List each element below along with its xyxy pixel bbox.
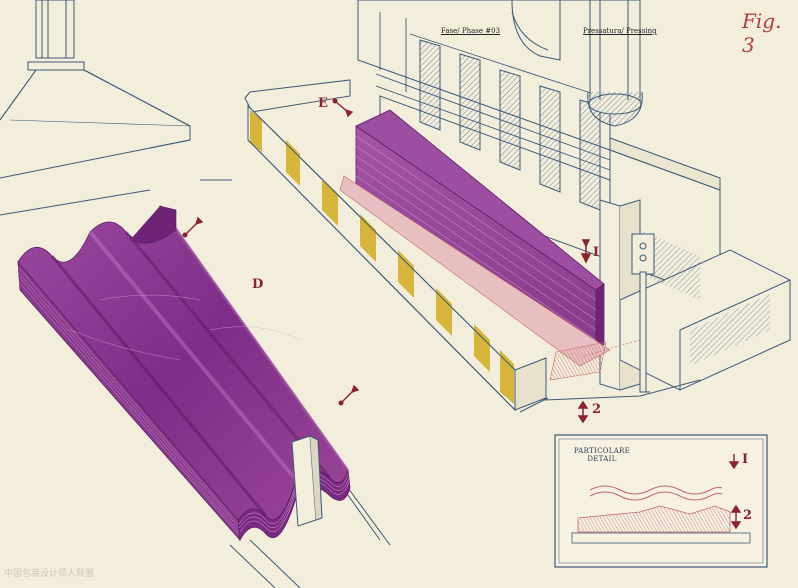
label-2: 2 xyxy=(592,402,602,417)
hazard-stripes xyxy=(250,110,514,404)
upper-purple-block xyxy=(355,109,605,351)
flow-arrow-bottom xyxy=(338,384,360,406)
detail-top-waves xyxy=(589,485,723,501)
end-plate xyxy=(291,435,323,527)
detail-inset xyxy=(554,434,768,568)
press-window-slots xyxy=(419,39,601,211)
signal-light xyxy=(631,233,655,393)
exhaust-hood xyxy=(0,0,191,216)
label-E: E xyxy=(318,96,328,111)
figure-number: Fig. 3 xyxy=(742,9,782,57)
phase-heading: Fase/ Phase #03 xyxy=(441,27,500,35)
flow-arrow-top xyxy=(182,216,204,238)
detail-pressed-profile xyxy=(577,505,731,533)
press-base xyxy=(244,79,549,413)
stack-layer-lines xyxy=(17,266,241,537)
detail-label-2: 2 xyxy=(743,508,753,523)
pink-sheet-layer xyxy=(339,175,641,381)
corrugated-stack-D xyxy=(17,205,351,542)
shadow-hatching xyxy=(640,230,770,366)
label-I: I xyxy=(593,245,600,260)
detail-base-plate xyxy=(571,532,751,544)
arrow-E xyxy=(332,98,354,118)
detail-title: PARTICOLARE DETAIL xyxy=(573,447,631,463)
detail-label-I: I xyxy=(742,452,749,467)
detail-arrow-1 xyxy=(728,454,740,470)
hydraulic-cylinder xyxy=(511,0,643,127)
label-D: D xyxy=(252,277,264,292)
process-heading: Pressatura/ Pressing xyxy=(583,27,657,35)
watermark-text: 中国包装设计师人联盟 xyxy=(4,569,95,579)
arrow-2 xyxy=(577,400,589,424)
detail-arrow-2 xyxy=(730,504,742,530)
arrow-I xyxy=(580,239,592,264)
